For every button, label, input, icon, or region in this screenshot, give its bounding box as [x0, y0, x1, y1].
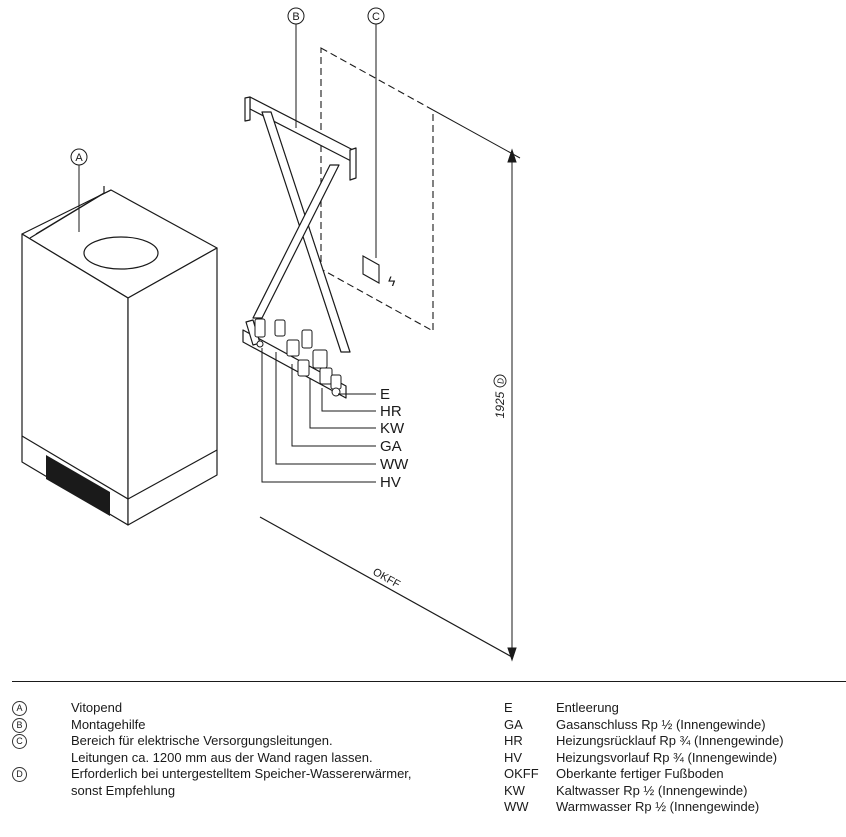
connection-fittings	[254, 318, 342, 397]
boiler-unit	[21, 186, 218, 526]
abbreviation-item: E Entleerung	[504, 700, 846, 717]
legend-item: sonst Empfehlung	[12, 783, 492, 800]
height-dimension	[432, 109, 521, 662]
svg-text:1925: 1925	[493, 391, 507, 418]
abbreviation-text: Heizungsrücklauf Rp ¾ (Innengewinde)	[556, 733, 784, 748]
callout-a: A	[70, 148, 88, 232]
svg-text:B: B	[292, 11, 299, 23]
legend-item: A Vitopend	[12, 700, 492, 717]
floor-line: OKFF	[259, 516, 513, 658]
abbreviation-code: E	[504, 700, 513, 715]
legend-key: A	[12, 701, 27, 716]
label-hr: HR	[380, 403, 402, 420]
svg-text:D: D	[497, 378, 506, 384]
svg-text:C: C	[372, 11, 380, 23]
legend-item: B Montagehilfe	[12, 717, 492, 734]
legend-text: Erforderlich bei untergestelltem Speiche…	[71, 766, 412, 781]
callout-c: C	[367, 7, 385, 258]
connection-leaders	[261, 348, 376, 483]
label-e: E	[380, 386, 390, 403]
legend-text: Leitungen ca. 1200 mm aus der Wand ragen…	[71, 749, 373, 765]
svg-text:A: A	[75, 152, 83, 164]
abbreviation-text: Warmwasser Rp ½ (Innengewinde)	[556, 799, 760, 814]
abbreviation-item: KW Kaltwasser Rp ½ (Innengewinde)	[504, 783, 846, 800]
abbreviation-item: WW Warmwasser Rp ½ (Innengewinde)	[504, 799, 846, 816]
label-ww: WW	[380, 456, 409, 473]
legend-item: C Bereich für elektrische Versorgungslei…	[12, 733, 492, 750]
boiler-vent-grille	[46, 455, 110, 516]
connection-labels: E HR KW GA WW HV	[380, 386, 409, 491]
electrical-connection-box	[362, 255, 380, 284]
callout-b: B	[287, 7, 305, 128]
legend-key-spacer	[12, 783, 27, 800]
electric-symbol: ϟ	[388, 273, 396, 289]
legend-text: Montagehilfe	[71, 716, 146, 732]
flue-outlet	[83, 236, 159, 270]
legend-item: Leitungen ca. 1200 mm aus der Wand ragen…	[12, 750, 492, 767]
abbreviation-item: HV Heizungsvorlauf Rp ¾ (Innengewinde)	[504, 750, 846, 767]
abbreviation-code: GA	[504, 716, 523, 732]
abbreviation-code: WW	[504, 799, 529, 814]
abbreviation-text: Oberkante fertiger Fußboden	[556, 766, 724, 781]
label-hv: HV	[380, 474, 401, 491]
legend-key: C	[12, 734, 27, 749]
legend-key: B	[12, 717, 27, 733]
abbreviation-text: Gasanschluss Rp ½ (Innengewinde)	[556, 716, 766, 732]
label-kw: KW	[380, 420, 405, 437]
abbreviation-item: OKFF Oberkante fertiger Fußboden	[504, 766, 846, 783]
mounting-frame	[242, 96, 357, 399]
height-dimension-label: 1925 D	[493, 374, 507, 418]
abbreviation-code: HR	[504, 733, 523, 748]
legend-text: sonst Empfehlung	[71, 782, 176, 798]
electrical-supply-area	[320, 47, 434, 332]
separator-rule	[12, 681, 846, 682]
installation-diagram: A ϟ C B	[21, 7, 521, 662]
legend-abbreviations: E Entleerung GA Gasanschluss Rp ½ (Innen…	[504, 700, 846, 816]
abbreviation-text: Kaltwasser Rp ½ (Innengewinde)	[556, 782, 748, 798]
abbreviation-code: HV	[504, 749, 523, 765]
legend-text: Vitopend	[71, 700, 123, 715]
legend-key-spacer	[12, 750, 27, 767]
abbreviation-code: KW	[504, 782, 525, 798]
legend-callouts: A Vitopend B Montagehilfe C Bereich für …	[12, 700, 492, 799]
label-ga: GA	[380, 438, 402, 455]
abbreviation-item: HR Heizungsrücklauf Rp ¾ (Innengewinde)	[504, 733, 846, 750]
abbreviation-code: OKFF	[504, 766, 539, 781]
abbreviation-text: Heizungsvorlauf Rp ¾ (Innengewinde)	[556, 749, 778, 765]
abbreviation-text: Entleerung	[556, 700, 619, 715]
legend-text: Bereich für elektrische Versorgungsleitu…	[71, 733, 333, 748]
abbreviation-item: GA Gasanschluss Rp ½ (Innengewinde)	[504, 717, 846, 734]
legend-item: D Erforderlich bei untergestelltem Speic…	[12, 766, 492, 783]
legend-key: D	[12, 767, 27, 782]
